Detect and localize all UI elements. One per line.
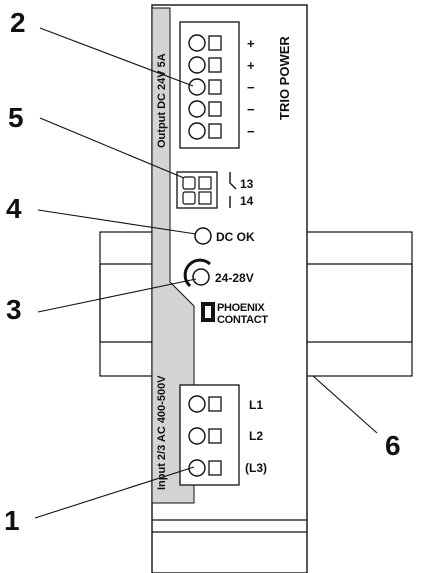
input-terminal-1 — [188, 395, 222, 413]
dc-ok-label: DC OK — [216, 230, 255, 244]
relay-contact — [176, 171, 237, 209]
output-terminal-3 — [188, 78, 222, 96]
output-terminal-1 — [188, 34, 222, 52]
input-terminal-3 — [188, 459, 222, 477]
callout-4: 4 — [6, 193, 22, 224]
dc-ok-led — [194, 227, 212, 245]
input-label-l2: L2 — [249, 429, 263, 443]
relay-contact-14: 14 — [240, 194, 254, 208]
output-terminal-sign-3: − — [247, 80, 255, 95]
input-terminal-2 — [188, 427, 222, 445]
output-terminal-4 — [188, 100, 222, 118]
svg-text:PHOENIX: PHOENIX — [217, 302, 265, 314]
output-terminal-signs: + + − − − — [247, 36, 255, 139]
output-terminal-sign-1: + — [247, 36, 255, 51]
grey-stripe — [151, 7, 195, 504]
voltage-adjust-label: 24-28V — [215, 271, 254, 285]
input-rating-label: Input 2/3 AC 400-500V — [156, 375, 168, 490]
callout-5: 5 — [8, 102, 24, 133]
output-terminal-sign-2: + — [247, 58, 255, 73]
callout-3: 3 — [6, 294, 22, 325]
input-label-l1: L1 — [249, 398, 263, 412]
phoenix-contact-logo: PHOENIX CONTACT — [201, 302, 269, 326]
callout-6: 6 — [385, 430, 401, 461]
device-title: TRIO POWER — [277, 36, 292, 120]
output-terminal-5 — [188, 122, 222, 140]
callout-2: 2 — [10, 7, 26, 38]
relay-contact-13: 13 — [240, 177, 254, 191]
output-terminal-2 — [188, 56, 222, 74]
svg-text:CONTACT: CONTACT — [217, 314, 268, 326]
output-terminal-sign-4: − — [247, 102, 255, 117]
callout-1: 1 — [4, 505, 20, 536]
input-terminal-block — [179, 384, 240, 486]
output-rating-label: Output DC 24V 5A — [156, 53, 168, 148]
output-terminal-sign-5: − — [247, 124, 255, 139]
input-label-l3: (L3) — [245, 461, 267, 475]
leader-lines — [34, 27, 378, 519]
